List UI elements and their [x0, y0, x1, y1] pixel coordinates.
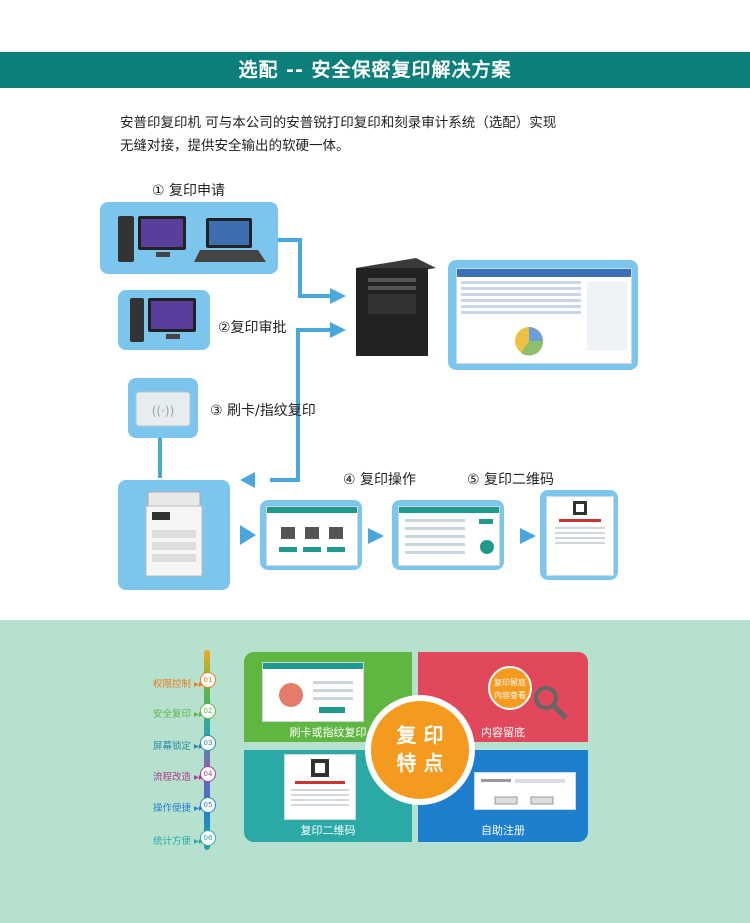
side-num-3: 03 — [200, 735, 216, 751]
step4-label: ④ 复印操作 — [343, 472, 417, 488]
step5-label: ⑤ 复印二维码 — [467, 472, 555, 488]
copier-icon — [145, 491, 203, 577]
side-num-4: 04 — [200, 766, 216, 782]
quad-br-screen — [474, 772, 576, 810]
approval-pc-icon — [130, 298, 196, 342]
side-num-1: 01 — [200, 672, 216, 688]
register-form-icon — [481, 779, 565, 805]
quad-bl-screen — [284, 754, 356, 820]
badge-line-1: 复印留底 — [494, 678, 526, 687]
desktop-pc-icon — [118, 216, 266, 262]
connector-1 — [278, 238, 330, 298]
copy-menu-panel — [260, 500, 362, 570]
page-title: 选配 -- 安全保密复印解决方案 — [238, 59, 512, 81]
report-chart-icon — [457, 269, 631, 356]
copy-list-screen — [398, 506, 500, 566]
copy-list-panel — [392, 500, 504, 570]
qr-doc-screen — [546, 496, 614, 576]
features-center-badge: 复 印 特 点 — [365, 695, 475, 805]
arrow-3 — [240, 472, 255, 488]
side-item-1: 权限控制 ▸▸ — [153, 679, 204, 690]
flow-connectors — [158, 238, 536, 545]
arrow-6 — [520, 528, 536, 544]
intro-line-2: 无缝对接，提供安全输出的软硬一体。 — [120, 138, 350, 154]
step3-panel: ((·)) — [128, 378, 198, 438]
qr-code-icon — [291, 759, 349, 806]
copy-list-icons — [399, 507, 499, 554]
step1-panel — [100, 202, 278, 274]
report-screenshot — [456, 268, 632, 364]
arrow-4 — [240, 525, 256, 545]
svg-text:((·)): ((·)) — [152, 404, 175, 418]
side-num-5: 05 — [200, 797, 216, 813]
quad-bl-label: 复印二维码 — [300, 824, 356, 837]
quad-tl-screen — [262, 662, 364, 722]
center-line-2: 特 点 — [396, 751, 444, 775]
side-item-6: 统计方便 ▸▸ — [153, 836, 204, 847]
copy-menu-icons — [267, 507, 357, 552]
side-item-4: 流程改造 ▸▸ — [153, 772, 204, 783]
side-num-2: 02 — [200, 703, 216, 719]
center-line-1: 复 印 — [396, 723, 444, 747]
side-item-2: 安全复印 ▸▸ — [153, 709, 204, 720]
quad-tl-label: 刷卡或指纹复印 — [289, 726, 367, 739]
report-panel — [448, 260, 638, 370]
connector-2 — [270, 328, 330, 482]
intro-line-1: 安普印复印机 可与本公司的安普锐打印复印和刻录审计系统（选配）实现 — [120, 115, 557, 131]
page-banner: 选配 -- 安全保密复印解决方案 — [0, 52, 750, 88]
side-num-6: 06 — [200, 830, 216, 846]
copy-menu-screen — [266, 506, 358, 566]
intro-paragraph: 安普印复印机 可与本公司的安普锐打印复印和刻录审计系统（选配）实现 无缝对接，提… — [120, 112, 640, 158]
quad-bottom-left: 复印二维码 — [244, 750, 412, 842]
side-item-3: 屏幕锁定 ▸▸ — [153, 741, 204, 752]
step2-panel — [118, 290, 210, 350]
badge-line-2: 内容查看 — [494, 691, 526, 700]
quad-br-label: 自助注册 — [481, 824, 525, 837]
card-reader-icon: ((·)) — [135, 391, 191, 427]
fingerprint-screen-icon — [263, 663, 363, 713]
magnifier-icon — [534, 686, 568, 720]
quad-tr-label: 内容留底 — [481, 726, 525, 739]
copier-panel — [118, 480, 230, 590]
step2-label: ②复印审批 — [218, 320, 287, 336]
qr-document-icon — [555, 501, 605, 544]
step3-label: ③ 刷卡/指纹复印 — [210, 403, 316, 419]
server-icon — [356, 258, 436, 356]
arrow-5 — [368, 528, 384, 544]
qr-doc-panel — [540, 490, 618, 580]
arrow-2 — [330, 322, 346, 338]
arrow-1 — [330, 288, 346, 304]
step1-label: ① 复印申请 — [152, 183, 226, 199]
content-badge: 复印留底 内容查看 — [488, 666, 532, 710]
quad-top-right: 复印留底 内容查看 内容留底 — [418, 652, 588, 742]
side-item-5: 操作便捷 ▸▸ — [153, 803, 204, 814]
